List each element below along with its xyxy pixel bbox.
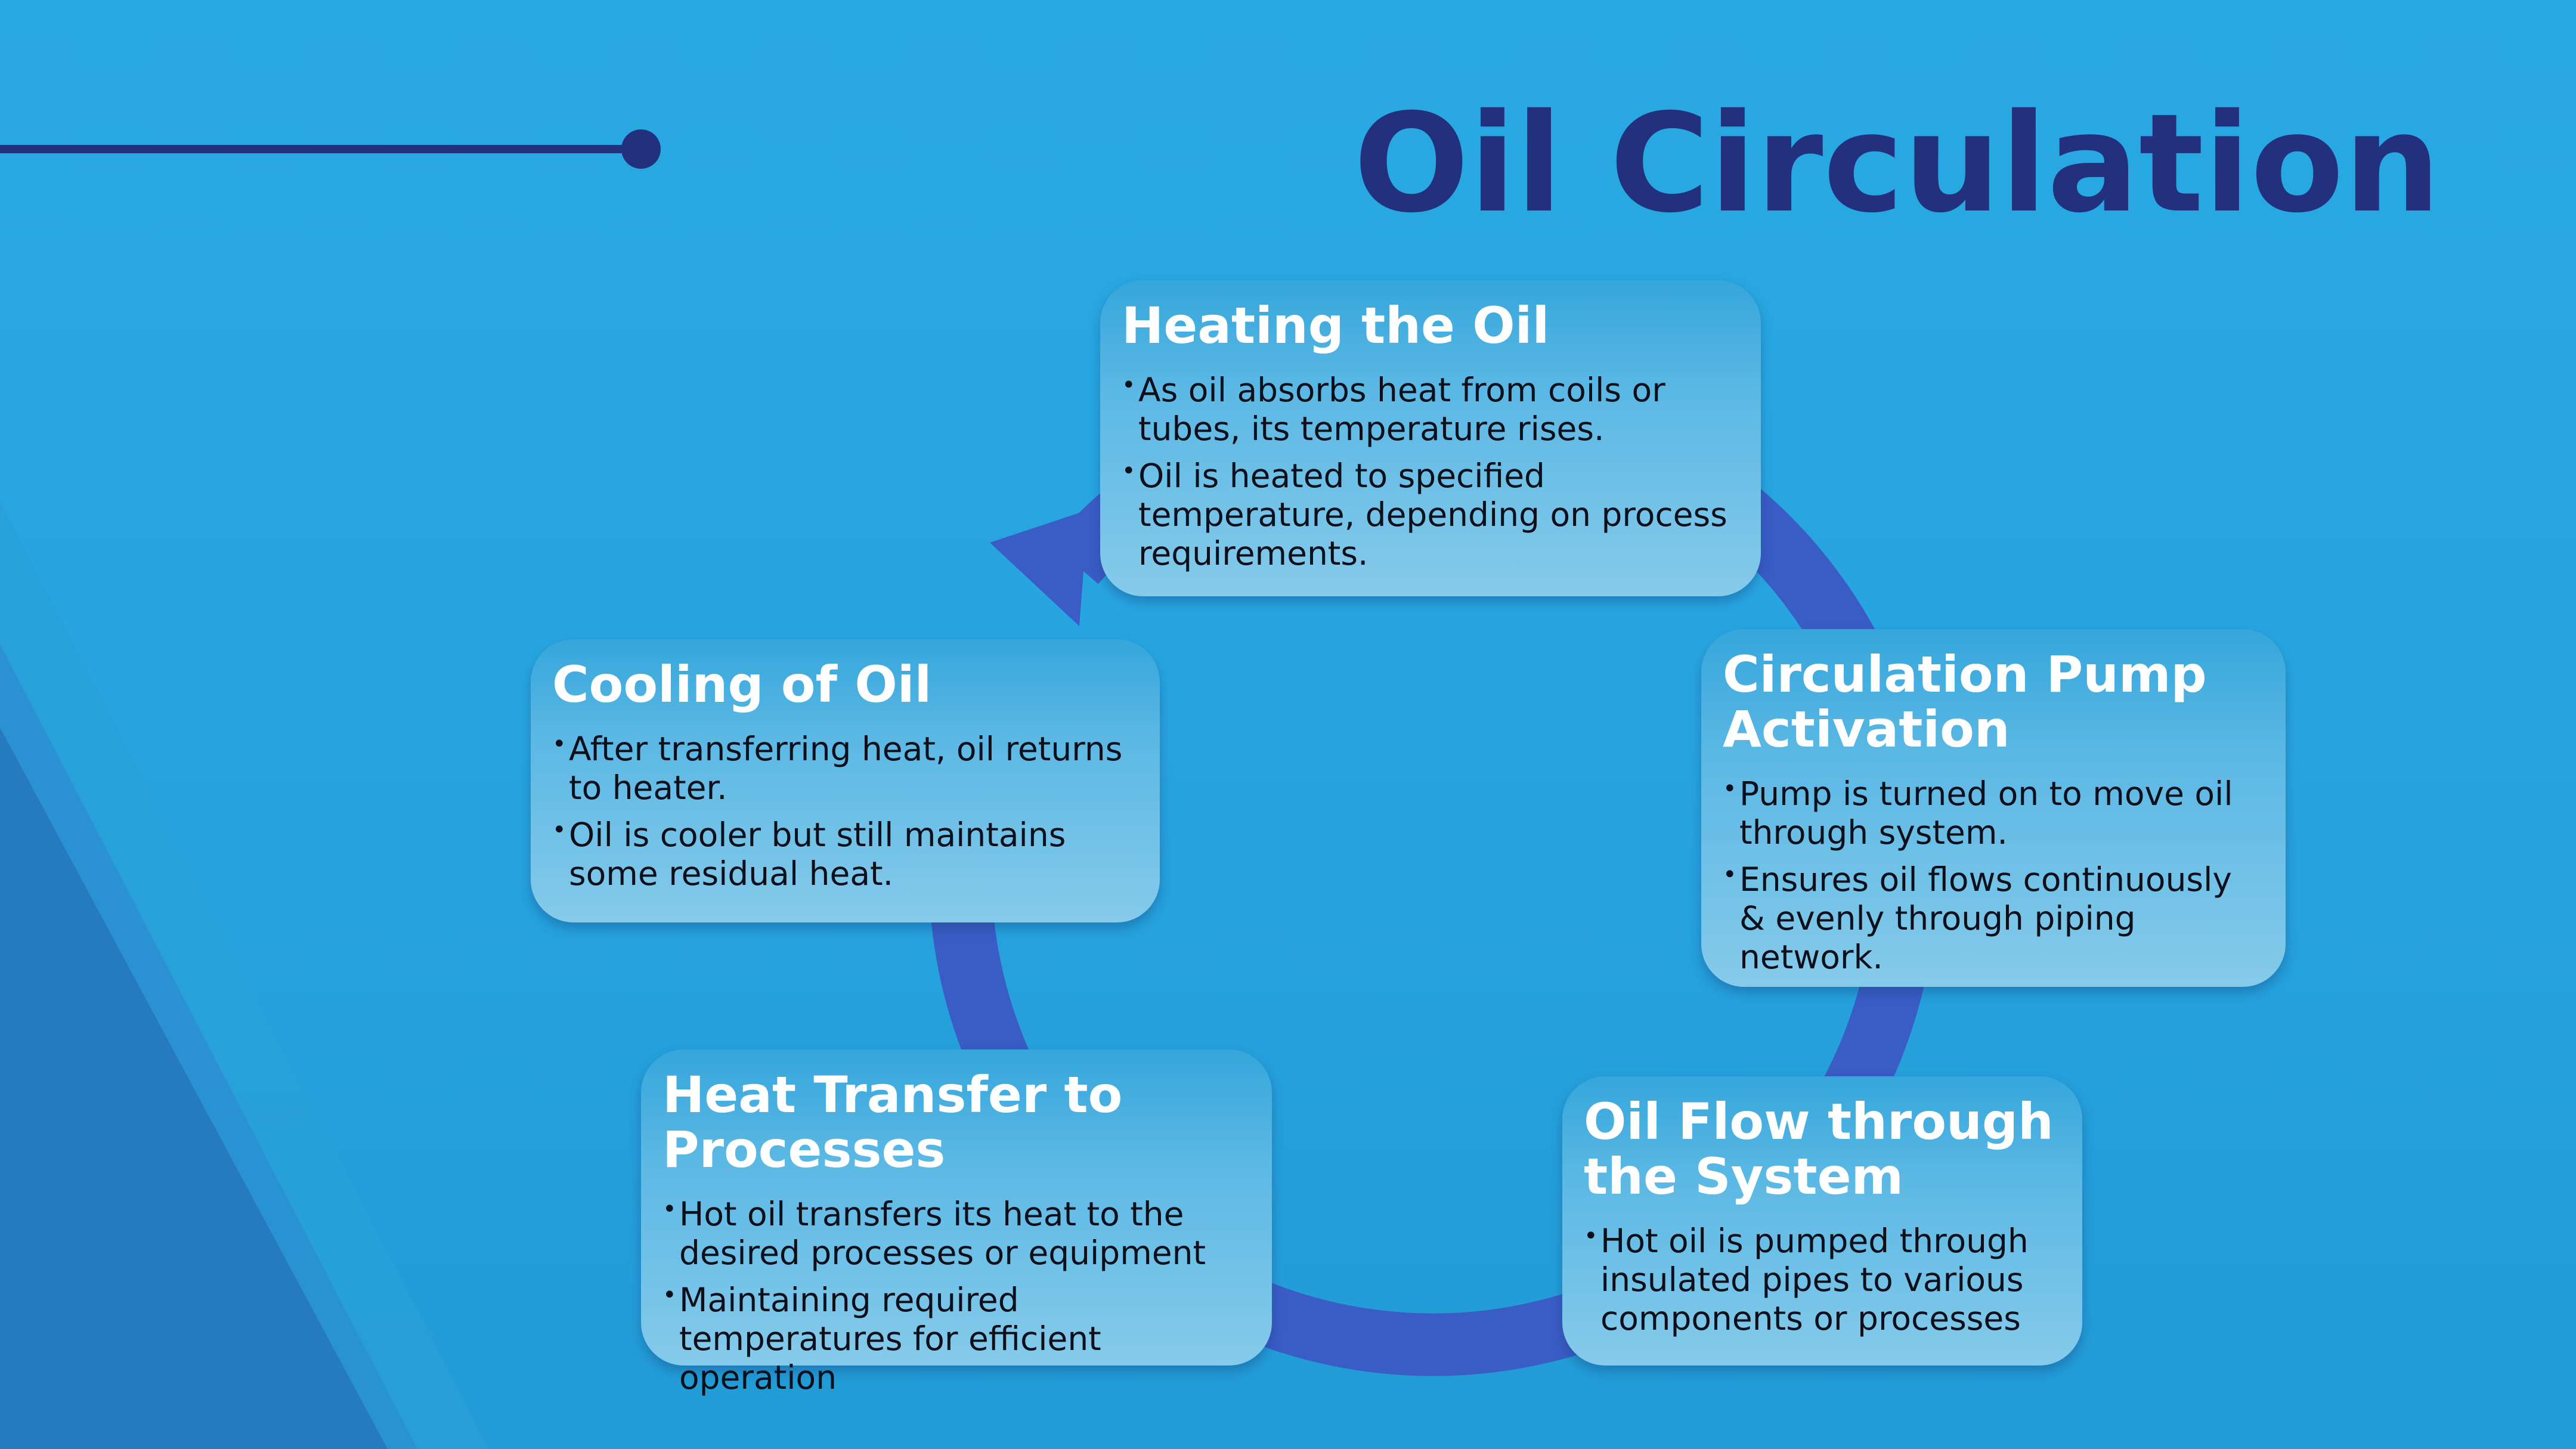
step-card-pump-activation: Circulation Pump Activation Pump is turn… <box>1701 629 2286 987</box>
step-card-heating: Heating the Oil As oil absorbs heat from… <box>1100 280 1761 596</box>
cycle-arrowhead <box>990 510 1088 626</box>
step-bullet-list: Hot oil is pumped through insulated pipe… <box>1584 1217 2061 1338</box>
step-bullet: Oil is cooler but still maintains some r… <box>552 811 1138 893</box>
step-bullet: Pump is turned on to move oil through sy… <box>1723 770 2264 852</box>
step-title: Circulation Pump Activation <box>1723 645 2207 758</box>
background-stripe-dark <box>0 727 388 1449</box>
step-bullet-list: Hot oil transfers its heat to the desire… <box>662 1190 1250 1397</box>
step-bullet: As oil absorbs heat from coils or tubes,… <box>1122 366 1739 448</box>
step-bullet: Oil is heated to specified temperature, … <box>1122 452 1739 573</box>
step-title: Oil Flow through the System <box>1584 1092 2054 1206</box>
step-title: Cooling of Oil <box>552 655 932 714</box>
step-bullet-list: As oil absorbs heat from coils or tubes,… <box>1122 366 1739 573</box>
step-bullet: Ensures oil flows continuously & evenly … <box>1723 856 2264 977</box>
step-title: Heating the Oil <box>1122 296 1550 355</box>
step-bullet: Hot oil is pumped through insulated pipe… <box>1584 1217 2061 1338</box>
step-bullet: After transferring heat, oil returns to … <box>552 725 1138 807</box>
step-card-heat-transfer: Heat Transfer to Processes Hot oil trans… <box>641 1049 1272 1397</box>
step-bullet: Hot oil transfers its heat to the desire… <box>662 1190 1250 1272</box>
step-card-oil-flow: Oil Flow through the System Hot oil is p… <box>1562 1076 2082 1366</box>
step-bullet-list: After transferring heat, oil returns to … <box>552 725 1138 893</box>
step-title: Heat Transfer to Processes <box>662 1066 1123 1179</box>
title-accent-dot <box>621 129 661 169</box>
step-bullet: Maintaining required temperatures for ef… <box>662 1276 1250 1397</box>
page-title: Oil Circulation <box>1354 84 2441 243</box>
step-card-cooling: Cooling of Oil After transferring heat, … <box>531 639 1160 922</box>
step-bullet-list: Pump is turned on to move oil through sy… <box>1723 770 2264 977</box>
